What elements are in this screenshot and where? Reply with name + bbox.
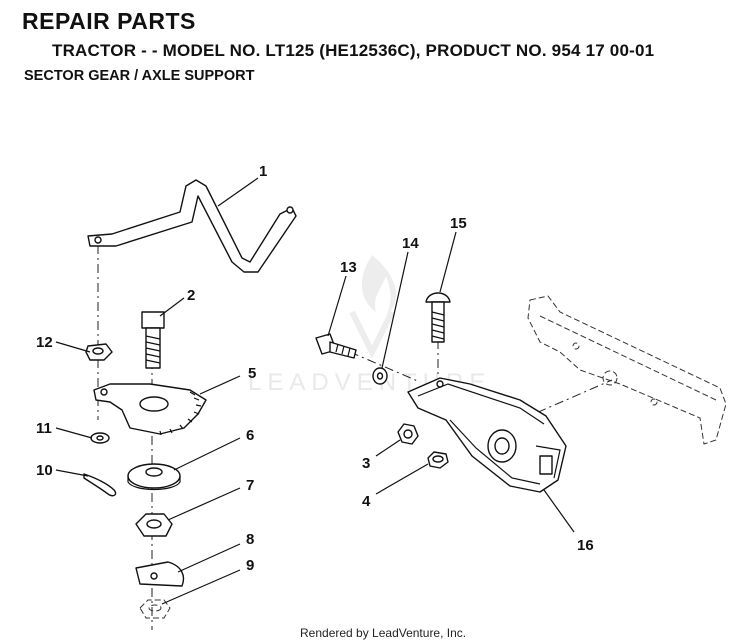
part-12-nut[interactable] (85, 343, 113, 361)
section-title: SECTOR GEAR / AXLE SUPPORT (24, 68, 255, 84)
callout-2: 2 (187, 287, 195, 304)
callout-13: 13 (340, 259, 357, 276)
part-3-nut[interactable] (397, 423, 419, 445)
part-1-drag-link[interactable] (87, 179, 297, 273)
callout-5: 5 (248, 365, 256, 382)
callout-16: 16 (577, 537, 594, 554)
callout-7: 7 (246, 477, 254, 494)
leader-lines (55, 177, 575, 605)
part-10-cotter-pin[interactable] (83, 473, 117, 497)
centerline-bolt-13 (349, 351, 421, 383)
part-14-washer[interactable] (372, 367, 388, 385)
part-6-spacer[interactable] (127, 463, 181, 491)
callout-12: 12 (36, 334, 53, 351)
callout-8: 8 (246, 531, 254, 548)
callout-6: 6 (246, 427, 254, 444)
part-5-sector-gear[interactable] (93, 383, 207, 436)
part-16-axle-support[interactable] (407, 377, 567, 493)
model-subtitle: TRACTOR - - MODEL NO. LT125 (HE12536C), … (52, 41, 655, 60)
part-8-clip[interactable] (135, 561, 185, 587)
part-2-bolt[interactable] (141, 311, 165, 369)
part-11-washer[interactable] (90, 432, 110, 444)
callout-14: 14 (402, 235, 419, 252)
part-9-nut[interactable] (139, 599, 171, 619)
callout-4: 4 (362, 493, 371, 510)
callout-3: 3 (362, 455, 370, 472)
part-4-nut[interactable] (427, 451, 449, 469)
callout-10: 10 (36, 462, 53, 479)
centerline-axle (519, 379, 613, 421)
part-7-nut[interactable] (135, 513, 173, 537)
part-15-carriage-bolt[interactable] (425, 292, 451, 343)
axle-phantom (527, 295, 727, 445)
callout-11: 11 (36, 420, 52, 437)
footer-credit: Rendered by LeadVenture, Inc. (300, 626, 466, 640)
part-13-bolt[interactable] (315, 333, 357, 359)
callout-15: 15 (450, 215, 467, 232)
page-title: REPAIR PARTS (22, 8, 196, 34)
watermark-logo (349, 255, 397, 359)
callout-9: 9 (246, 557, 254, 574)
callout-1: 1 (259, 163, 267, 180)
